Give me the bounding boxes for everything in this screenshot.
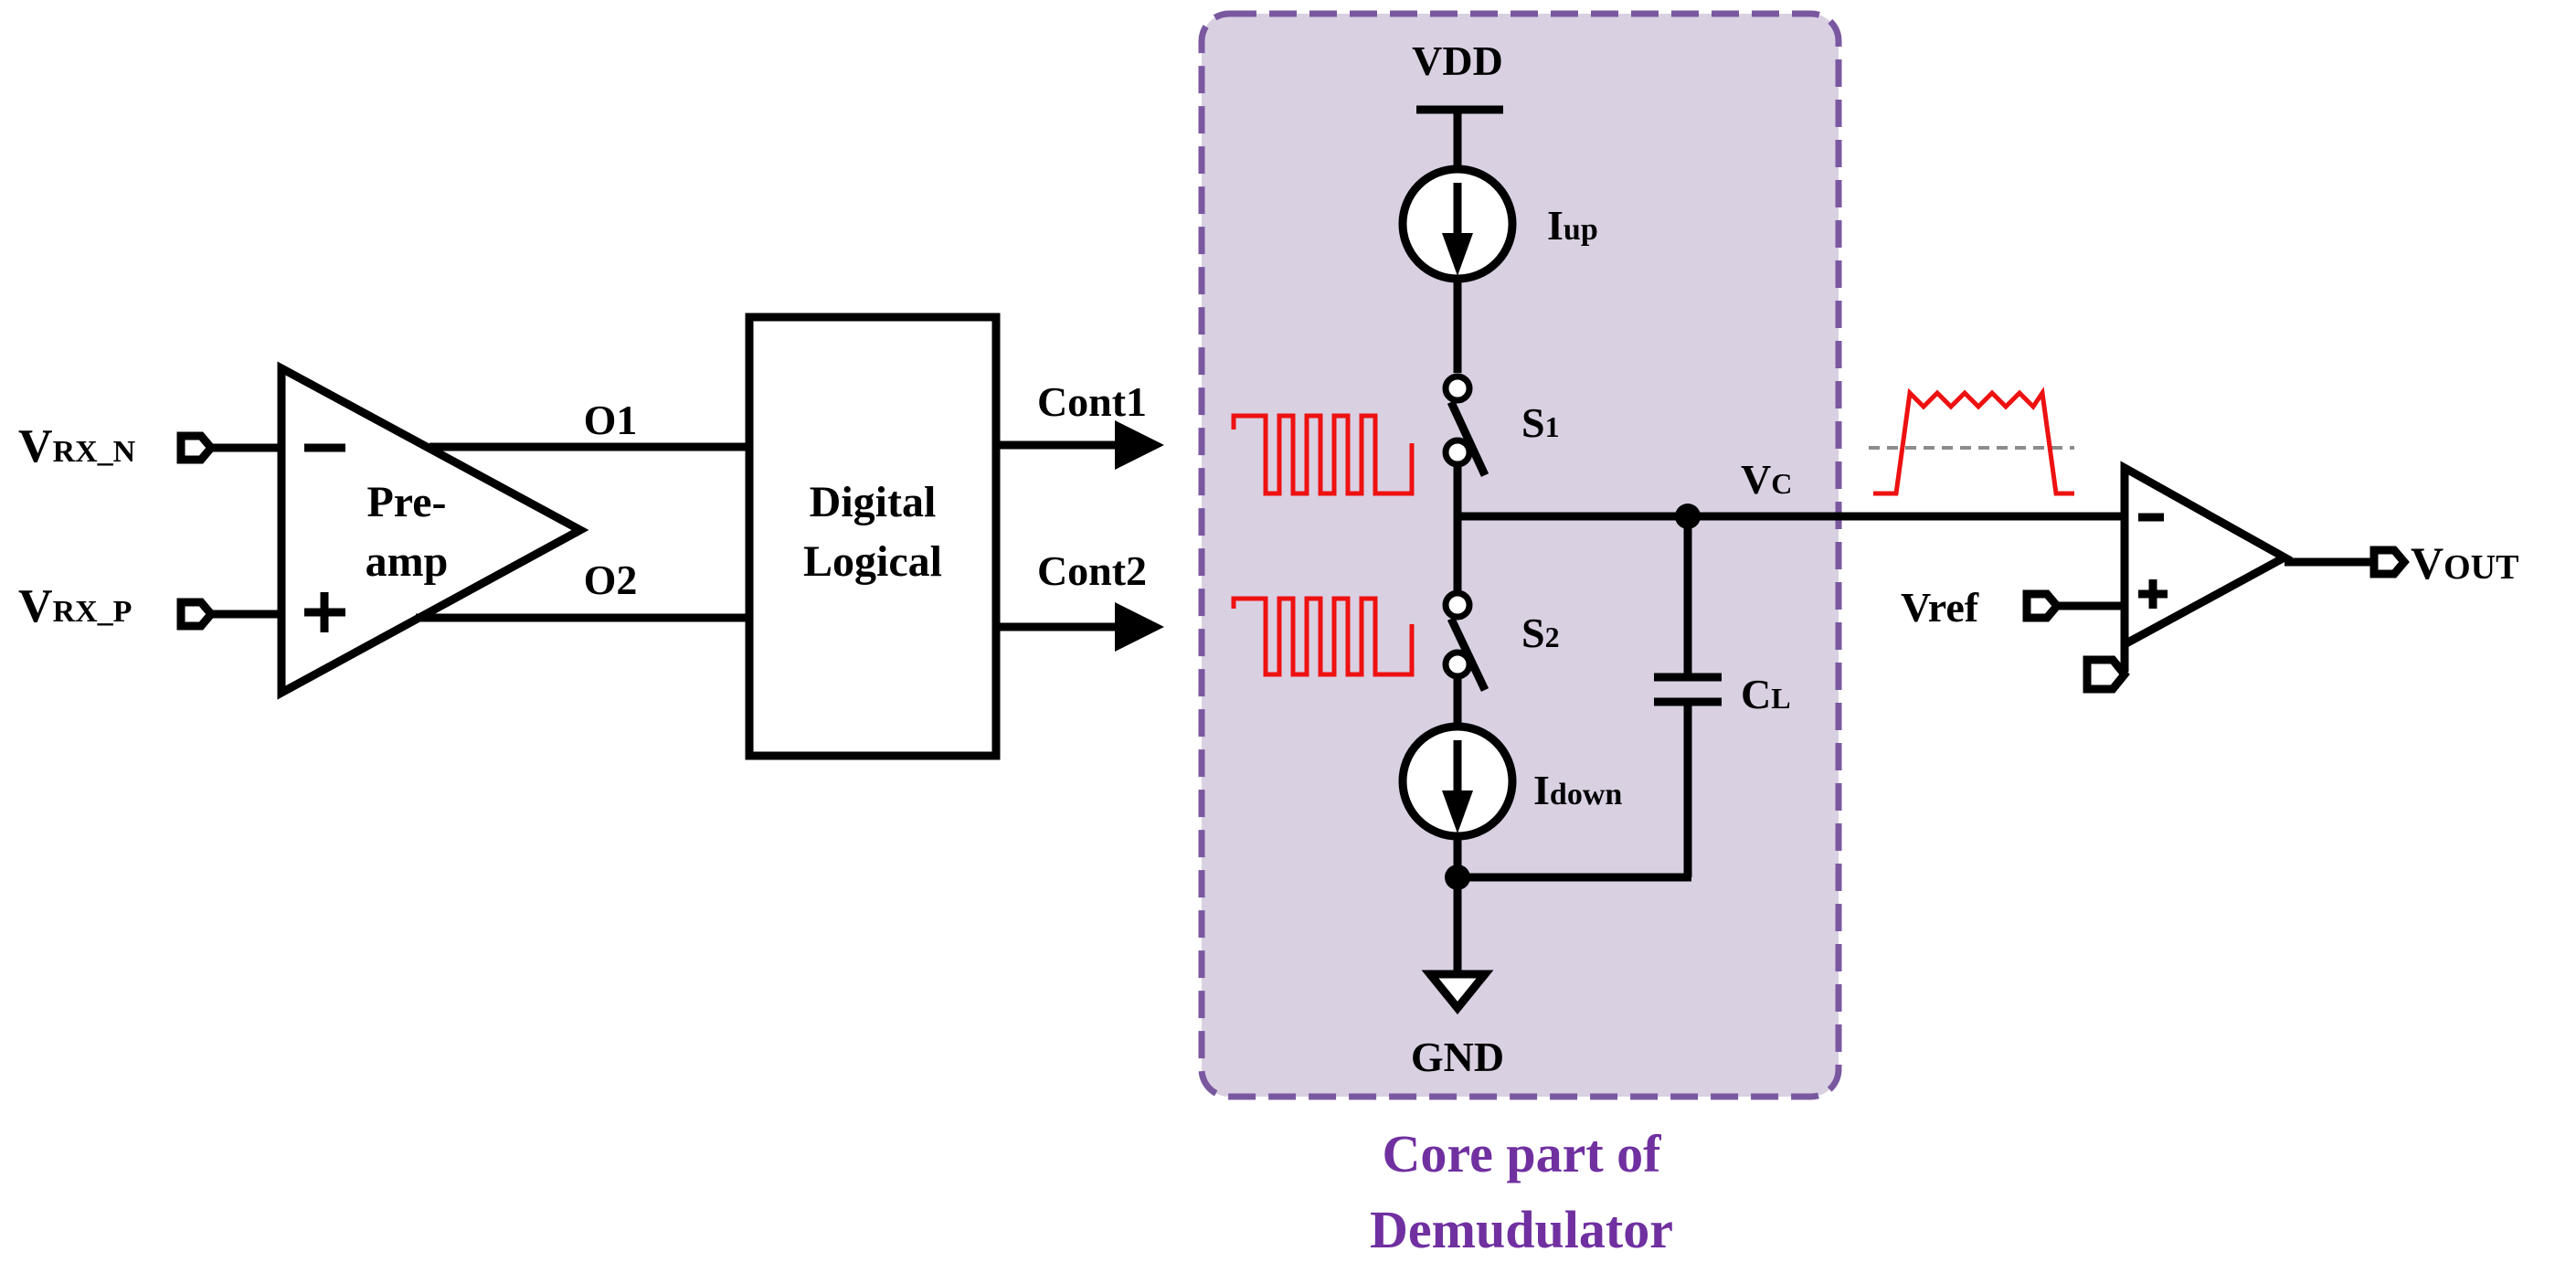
cont1-label: Cont1 — [1037, 378, 1147, 425]
o2-label: O2 — [584, 557, 638, 603]
core-caption-line1: Core part of — [1383, 1124, 1662, 1183]
s2-label: S2 — [1521, 610, 1560, 656]
vout-label: VOUT — [2411, 537, 2518, 589]
preamp-label-line1: Pre- — [366, 478, 446, 526]
core-caption-line2: Demudulator — [1370, 1200, 1673, 1259]
s1-label: S1 — [1521, 399, 1560, 446]
vc-ramp-waveform — [1873, 387, 2074, 496]
gnd-symbol — [1421, 970, 1494, 1015]
cont1-pulse-waveform — [1231, 413, 1415, 496]
vrx-p-label: VRX_P — [18, 580, 132, 632]
preamp-label-line2: amp — [366, 537, 449, 586]
idown-arrow-down-icon — [1442, 740, 1473, 833]
cont2-label: Cont2 — [1037, 547, 1147, 594]
core-region-box — [1198, 10, 1842, 1100]
preamp-triangle — [277, 361, 589, 700]
digital-label-line2: Logical — [803, 537, 942, 586]
vref-label: Vref — [1901, 584, 1979, 631]
junction-bottom — [1445, 865, 1470, 890]
iup-arrow-down-icon — [1442, 183, 1473, 276]
pin-vout — [2369, 546, 2410, 578]
vrx-n-label: VRX_N — [18, 420, 136, 472]
switch-s2 — [1442, 589, 1489, 692]
pin-vref — [2022, 589, 2125, 622]
vc-label: VC — [1741, 456, 1792, 503]
cont2-pulse-waveform — [1231, 596, 1415, 677]
digital-logical-block — [745, 313, 1001, 760]
iup-label: Iup — [1547, 202, 1598, 249]
vdd-label: VDD — [1412, 37, 1503, 84]
idown-label: Idown — [1533, 767, 1622, 813]
gnd-label: GND — [1411, 1034, 1504, 1080]
pin-vrx-p — [176, 598, 281, 631]
o1-label: O1 — [584, 397, 638, 443]
comparator-triangle — [2120, 461, 2294, 652]
preamp-plus-icon — [304, 592, 345, 632]
switch-s1 — [1442, 373, 1489, 477]
pin-vrx-n — [176, 431, 281, 464]
digital-label-line1: Digital — [810, 478, 937, 526]
comparator-plus-icon — [2138, 579, 2168, 609]
pin-comparator-bias — [2083, 644, 2130, 694]
cl-label: CL — [1741, 671, 1791, 717]
